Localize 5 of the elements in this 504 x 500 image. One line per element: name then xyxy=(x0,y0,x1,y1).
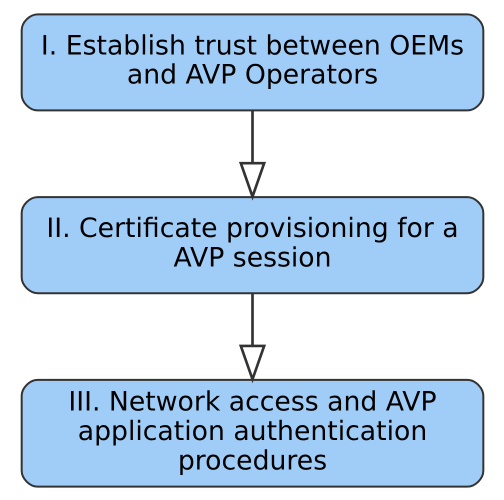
arrow xyxy=(238,110,266,200)
node-box: II. Certificate provisioning for a AVP session xyxy=(20,196,484,294)
node-box: III. Network access and AVP application authentication procedures xyxy=(20,378,484,488)
node-box: I. Establish trust between OEMs and AVP Operators xyxy=(20,12,484,111)
arrow xyxy=(238,292,266,383)
